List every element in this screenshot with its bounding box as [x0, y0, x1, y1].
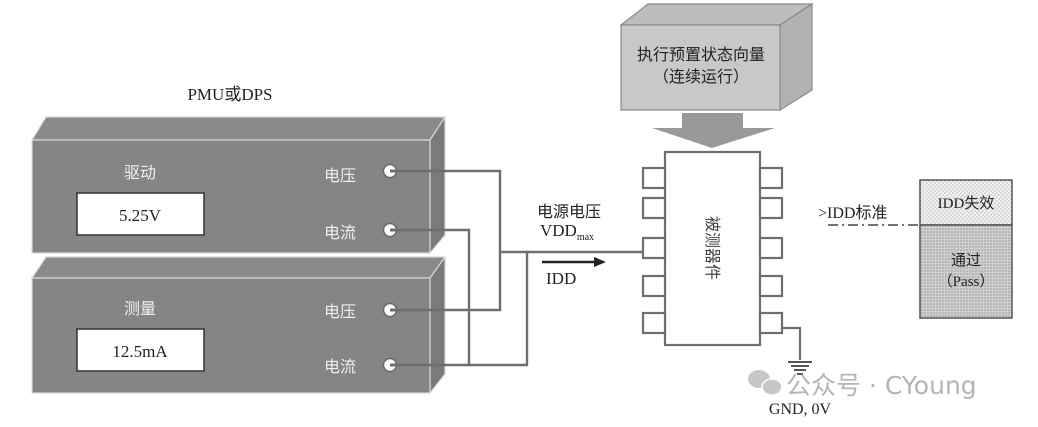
drive-label: 驱动 [124, 163, 156, 182]
vector-box-top-face [619, 3, 815, 26]
vdd-subscript: max [577, 232, 594, 243]
measure-panel-top-face [30, 256, 447, 279]
measure-panel: 测量 12.5mA 电压 电流 [30, 255, 447, 395]
dut-body [663, 150, 762, 347]
measure-value: 12.5mA [112, 342, 168, 361]
vector-box: 执行预置状态向量 （连续运行） [619, 2, 815, 112]
dut-pin [641, 274, 667, 298]
drive-panel-top-face [30, 116, 447, 141]
fail-zone [919, 179, 1013, 226]
pass-label-line1: 通过 [951, 252, 981, 269]
drive-panel: 驱动 5.25V 电压 电流 [30, 114, 447, 255]
vector-box-front-face [620, 24, 781, 111]
vector-box-line2: （连续运行） [653, 68, 749, 86]
wiring [390, 169, 642, 367]
measure-current-connector[interactable] [382, 357, 398, 373]
drive-current-label: 电流 [324, 223, 356, 242]
wechat-icon [748, 370, 783, 396]
dut-right-pins [758, 166, 784, 335]
pass-zone [919, 224, 1013, 319]
result-box: IDD失效 通过 （Pass） [919, 179, 1013, 319]
drive-voltage-connector[interactable] [382, 163, 398, 179]
supply-voltage-label: 电源电压 [537, 203, 601, 221]
measure-value-display [76, 328, 205, 372]
dut-pin [641, 166, 667, 190]
watermark-text: 公众号 · CYoung [786, 371, 977, 400]
vdd-text: VDD [540, 221, 577, 240]
dut-pin-vdd [641, 236, 667, 260]
pass-label-line2: （Pass） [938, 273, 995, 290]
ground-icon [788, 361, 812, 375]
ground-label: GND, 0V [769, 401, 832, 418]
dut-pin [641, 196, 667, 220]
wire-current-force [390, 228, 471, 367]
drive-current-connector[interactable] [382, 222, 398, 238]
idd-arrow-icon [542, 257, 606, 267]
dut-label: 被测器件 [703, 216, 721, 280]
drive-panel-side-face [429, 114, 446, 255]
connectors [382, 163, 398, 373]
dut-chip: 被测器件 [641, 150, 784, 347]
dut-left-pins [641, 166, 667, 335]
measure-voltage-connector[interactable] [382, 302, 398, 318]
measure-voltage-label: 电压 [324, 302, 356, 321]
idd-label: IDD [546, 269, 576, 288]
drive-value-display [76, 192, 205, 236]
dut-pin [758, 274, 784, 298]
instrument-title: PMU或DPS [187, 85, 272, 104]
dut-pin [758, 166, 784, 190]
wire-current-return [469, 252, 529, 367]
dut-pin [758, 236, 784, 260]
wire-voltage-sense [390, 169, 502, 312]
down-arrow-icon [652, 113, 775, 148]
measure-current-label: 电流 [324, 357, 356, 376]
dut-pin-gnd [758, 311, 784, 335]
fail-label: IDD失效 [938, 195, 995, 212]
wire-ground [782, 326, 802, 360]
dut-pin [641, 311, 667, 335]
threshold-label: >IDD标准 [818, 204, 887, 222]
drive-value: 5.25V [119, 206, 162, 225]
vector-box-line1: 执行预置状态向量 [637, 46, 765, 64]
vdd-label: VDDmax [540, 221, 594, 243]
measure-panel-side-face [429, 255, 446, 395]
measure-label: 测量 [124, 299, 156, 318]
dut-pin [758, 196, 784, 220]
drive-voltage-label: 电压 [324, 166, 356, 185]
